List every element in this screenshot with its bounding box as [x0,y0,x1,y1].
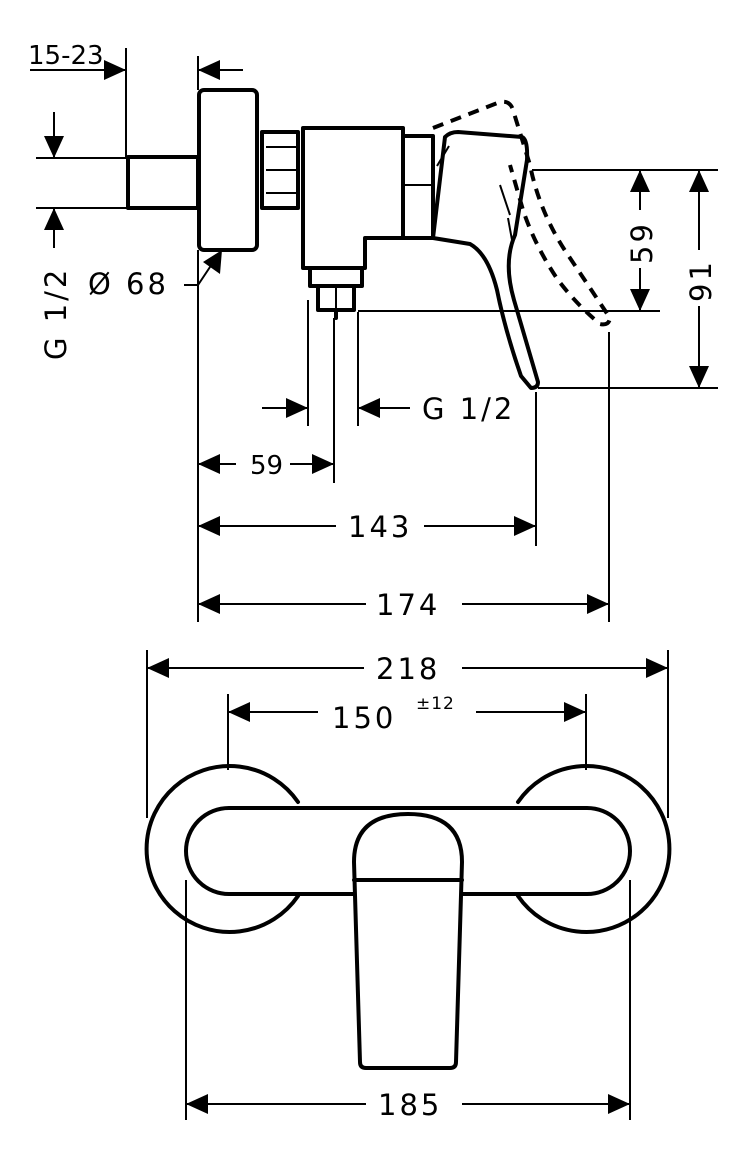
dim-centres-tolerance: ±12 [416,694,455,714]
dim-centres-label: 150 [332,701,396,735]
dim-diameter-label: Ø 68 [88,267,169,301]
dim-depth-handle-label: 143 [348,510,412,544]
dim-outlet-offset-label: 59 [250,451,283,481]
outlet-connector [308,266,364,288]
dim-overall-width-label: 218 [376,652,440,686]
dim-depth-total-label: 174 [376,588,440,622]
dim-total-height-label: 91 [684,259,718,302]
dim-lever-height-label: 59 [625,221,659,264]
inlet-pipe [126,155,200,210]
mixer-body [301,126,405,270]
lever-handle [431,130,540,390]
right-rosette [516,764,672,934]
side-view: 15-23 G 1/2 Ø 68 G 1/2 59 143 [28,41,718,622]
left-rosette [144,764,300,934]
lever-open-position [432,99,612,327]
dim-thread-bottom-label: G 1/2 [422,392,515,426]
front-view: 218 150 ±12 185 [144,650,672,1122]
front-lever [352,812,464,1070]
dim-body-width-label: 185 [378,1088,442,1122]
wall-rosette [197,88,259,252]
dim-wall-depth-label: 15-23 [28,41,104,71]
lever-socket [401,134,435,240]
dim-thread-left-label: G 1/2 [39,267,73,360]
